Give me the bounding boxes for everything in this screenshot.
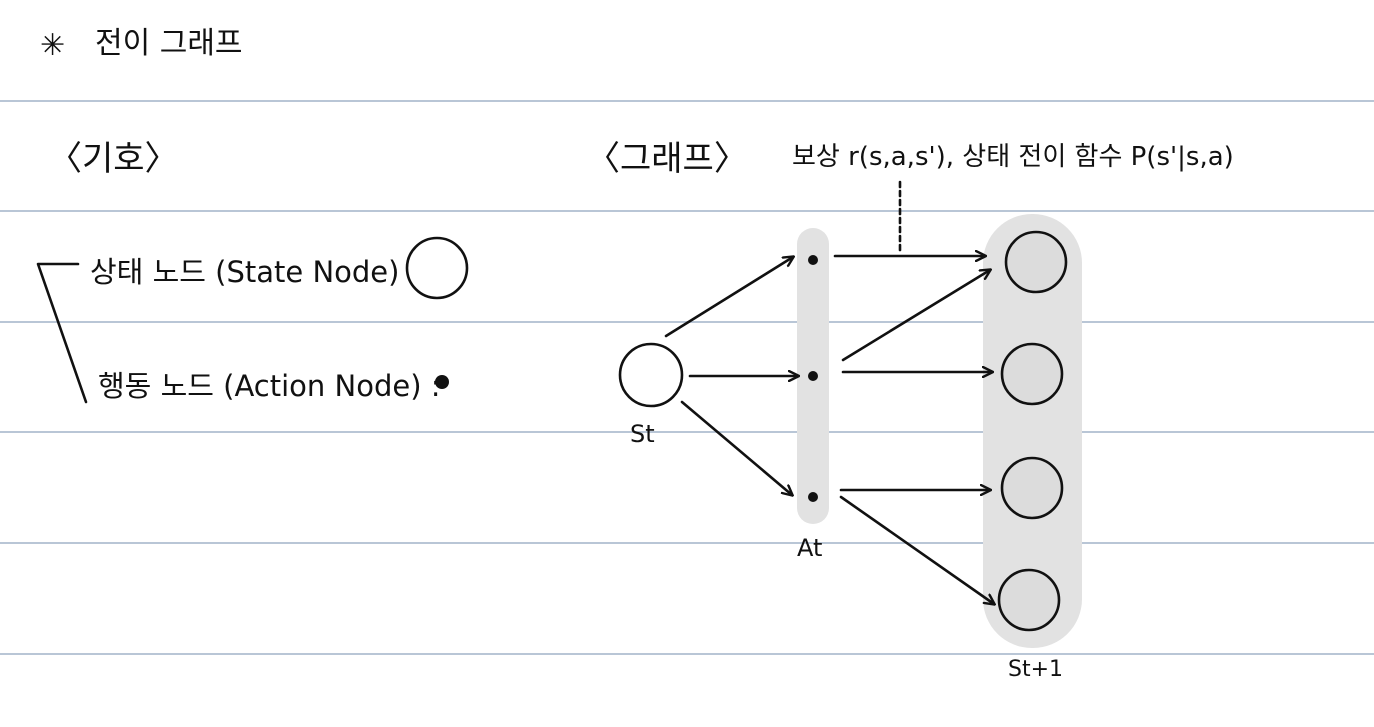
action-node-2 <box>808 371 818 381</box>
edge-st-to-action-3 <box>680 400 792 495</box>
edge-action-2-to-state-1 <box>841 270 990 362</box>
next-state-group-band <box>983 214 1082 648</box>
action-node-label: 행동 노드 (Action Node) : <box>98 369 441 403</box>
page-title: 전이 그래프 <box>95 26 243 61</box>
next-state-node-3 <box>1000 456 1064 520</box>
state-st-label: St <box>630 420 655 448</box>
reward-transition-annotation: 보상 r(s,a,s'), 상태 전이 함수 P(s'|s,a) <box>792 142 1234 172</box>
next-state-node-4 <box>997 568 1061 632</box>
state-node-symbol <box>405 236 469 300</box>
legend-heading: 〈기호〉 <box>48 139 179 179</box>
next-state-node-1 <box>1004 230 1068 294</box>
state-st1-label: St+1 <box>1008 657 1063 682</box>
state-node-st <box>618 342 684 408</box>
action-node-3 <box>808 492 818 502</box>
action-at-label: At <box>797 534 822 562</box>
edge-st-to-action-1 <box>664 257 793 338</box>
legend-bracket <box>36 262 88 404</box>
state-node-label: 상태 노드 (State Node) : <box>90 255 418 289</box>
action-node-symbol <box>435 375 449 389</box>
edge-action-3-to-state-4 <box>839 495 994 604</box>
next-state-node-2 <box>1000 342 1064 406</box>
graph-heading: 〈그래프〉 <box>586 139 748 179</box>
title-mark: ✳ <box>40 28 65 63</box>
action-node-1 <box>808 255 818 265</box>
